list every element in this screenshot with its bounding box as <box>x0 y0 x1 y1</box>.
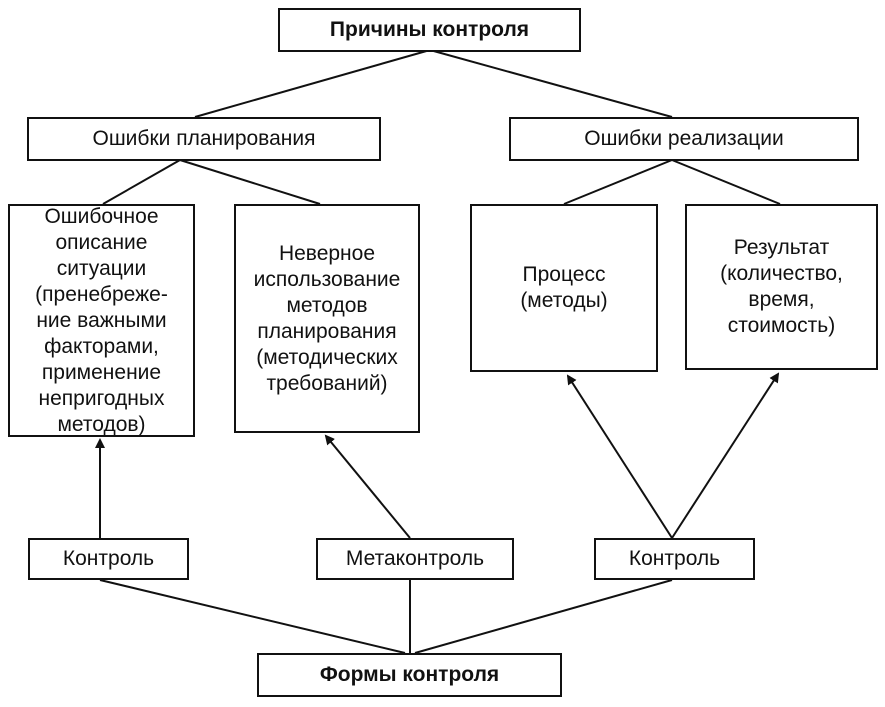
metacontrol-node: Метаконтроль <box>316 538 514 580</box>
result-node: Результат (количество, время, стоимость) <box>685 204 878 370</box>
line-control-right-forms <box>414 579 673 654</box>
forms-node: Формы контроля <box>257 653 562 697</box>
metacontrol-label: Метаконтроль <box>345 547 485 570</box>
line-planning-methods <box>179 159 321 205</box>
realization-errors-label: Ошибки реализации <box>584 127 784 150</box>
forms-label: Формы контроля <box>319 663 500 686</box>
arrow-metacontrol-to-methods <box>324 434 411 539</box>
control-right-label: Контроль <box>628 547 721 570</box>
line-planning-description <box>102 159 181 205</box>
root-label: Причины контроля <box>329 18 530 41</box>
line-realization-result <box>671 159 781 205</box>
line-root-realization <box>429 49 673 118</box>
arrow-control-to-process <box>566 374 673 539</box>
line-realization-process <box>563 159 673 205</box>
control-left-label: Контроль <box>62 547 155 570</box>
line-root-planning <box>194 49 431 118</box>
root-node: Причины контроля <box>278 8 581 52</box>
wrong-methods-node: Неверное использование методов планирова… <box>234 204 420 433</box>
control-left-node: Контроль <box>28 538 189 580</box>
process-label: Процесс (методы) <box>520 263 608 312</box>
planning-errors-label: Ошибки планирования <box>92 127 316 150</box>
result-label: Результат (количество, время, стоимость) <box>720 236 843 337</box>
line-control-left-forms <box>99 579 406 654</box>
wrong-description-node: Ошибочное описание ситуации (пренебреже-… <box>8 204 195 437</box>
control-right-node: Контроль <box>594 538 755 580</box>
wrong-methods-label: Неверное использование методов планирова… <box>253 241 401 395</box>
planning-errors-node: Ошибки планирования <box>27 117 381 161</box>
realization-errors-node: Ошибки реализации <box>509 117 859 161</box>
wrong-description-label: Ошибочное описание ситуации (пренебреже-… <box>35 204 168 436</box>
arrow-control-to-result <box>671 372 780 539</box>
process-node: Процесс (методы) <box>470 204 658 372</box>
